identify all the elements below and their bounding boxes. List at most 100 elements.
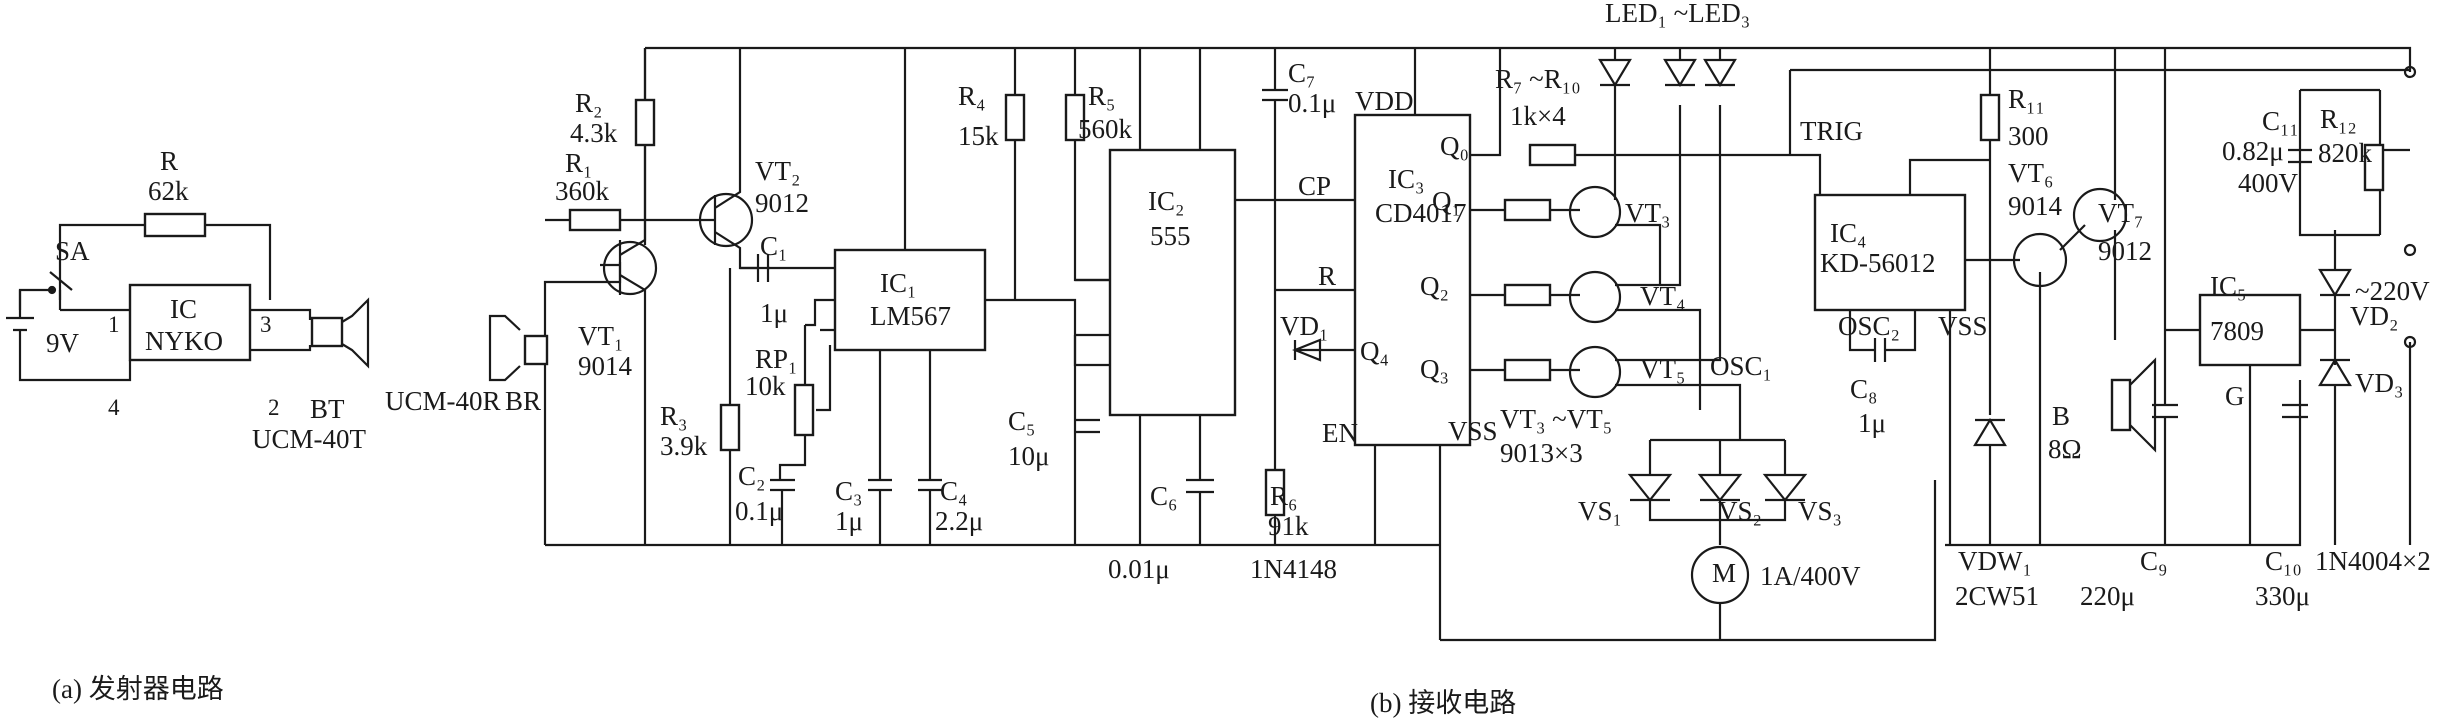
r-pin-label: R <box>1318 261 1336 291</box>
c4-label: C₄ <box>940 476 967 506</box>
transistor-vt3 <box>1568 185 1622 239</box>
vss-label-ic4: VSS <box>1938 311 1988 341</box>
resistor-r-value: 62k <box>148 176 189 206</box>
c10-value: 330μ <box>2255 581 2310 611</box>
ic1-lm567 <box>833 248 987 352</box>
c9-label: C₉ <box>2140 546 2167 576</box>
c5-value: 10μ <box>1008 441 1049 471</box>
ic3-label: IC₃ <box>1388 164 1424 194</box>
speaker-value: 8Ω <box>2048 434 2082 464</box>
vss-label-ic3: VSS <box>1448 416 1498 446</box>
ic4-kd56012 <box>1813 193 1967 312</box>
resistor-r10 <box>1503 358 1552 382</box>
receiver-circuit <box>488 46 2417 642</box>
caption-b: (b) 接收电路 <box>1370 688 1516 718</box>
r12-value: 820k <box>2318 138 2373 168</box>
r11-label: R₁₁ <box>2008 84 2045 114</box>
speaker-b <box>2110 378 2132 432</box>
r4-value: 15k <box>958 121 999 151</box>
g-label: G <box>2225 381 2245 411</box>
c11-label: C₁₁ <box>2262 106 2299 136</box>
ic-pin-4: 4 <box>108 395 120 420</box>
motor-label: M <box>1712 558 1736 588</box>
resistor-r8 <box>1503 198 1552 222</box>
motor-rating: 1A/400V <box>1760 561 1861 591</box>
c2-value: 0.1μ <box>735 496 783 526</box>
q3-label: Q₃ <box>1420 354 1449 384</box>
r7-10-label: R₇ ~R₁₀ <box>1495 64 1581 94</box>
resistor-r4 <box>1004 93 1026 142</box>
vt6-label: VT₆ <box>2008 158 2053 188</box>
c4-value: 2.2μ <box>935 506 983 536</box>
q4-label: Q₄ <box>1360 336 1389 366</box>
cp-label: CP <box>1298 171 1331 201</box>
trig-label: TRIG <box>1800 116 1863 146</box>
c7-label: C₇ <box>1288 58 1315 88</box>
c2-label: C₂ <box>738 461 765 491</box>
vs1-label: VS₁ <box>1578 496 1622 526</box>
c8-value: 1μ <box>1858 408 1886 438</box>
vt7-part: 9012 <box>2098 236 2152 266</box>
r4-label: R₄ <box>958 81 985 111</box>
vt2-label: VT₂ <box>755 156 800 186</box>
r7-10-value: 1k×4 <box>1510 101 1566 131</box>
vt3-label: VT₃ <box>1625 198 1670 228</box>
r1-label: R₁ <box>565 148 592 178</box>
ic2-label: IC₂ <box>1148 186 1184 216</box>
switch-sa-label: SA <box>55 236 90 266</box>
vt3-5-part: 9013×3 <box>1500 438 1583 468</box>
c10-label: C₁₀ <box>2265 546 2302 576</box>
r6-label: R₆ <box>1270 481 1297 511</box>
c3-value: 1μ <box>835 506 863 536</box>
transistor-vt2 <box>698 192 754 248</box>
r3-value: 3.9k <box>660 431 708 461</box>
c6-value: 0.01μ <box>1108 554 1170 584</box>
leds-label: LED₁ ~LED₃ <box>1605 0 1750 28</box>
transistor-vt4 <box>1568 270 1622 324</box>
vd1-label: VD₁ <box>1280 311 1328 341</box>
speaker-label: B <box>2052 401 2070 431</box>
c11-voltage: 400V <box>2238 168 2299 198</box>
c3-label: C₃ <box>835 476 862 506</box>
ic-pin-2: 2 <box>268 395 280 420</box>
vt6-part: 9014 <box>2008 191 2063 221</box>
resistor-r11 <box>1979 93 2001 142</box>
vt1-part: 9014 <box>578 351 633 381</box>
vd23-part: 1N4004×2 <box>2315 546 2431 576</box>
ic-pin-1: 1 <box>108 312 120 337</box>
vdd-label: VDD <box>1355 86 1414 116</box>
vdw1-part: 2CW51 <box>1955 581 2039 611</box>
ic3-cd4017 <box>1353 113 1472 447</box>
q2-label: Q₂ <box>1420 271 1449 301</box>
resistor-r12 <box>2363 143 2385 192</box>
ic5-part: 7809 <box>2210 316 2264 346</box>
en-label: EN <box>1322 418 1358 448</box>
vdw1-label: VDW₁ <box>1958 546 2032 576</box>
r11-value: 300 <box>2008 121 2049 151</box>
c7-value: 0.1μ <box>1288 88 1336 118</box>
r3-label: R₃ <box>660 401 687 431</box>
ic-nyko <box>128 283 252 362</box>
ic-pin-3: 3 <box>260 312 272 337</box>
ic-name: IC <box>170 294 197 324</box>
resistor-r1 <box>568 208 622 232</box>
r5-value: 560k <box>1078 114 1133 144</box>
ic1-part: LM567 <box>870 301 951 331</box>
br-name-label: BR <box>505 386 541 416</box>
resistor-r9 <box>1503 283 1552 307</box>
transmitter-circuit: SA 9V R 62k IC NYKO 1 3 4 2 BT UCM-40T <box>6 146 370 454</box>
ic5-label: IC₅ <box>2210 271 2246 301</box>
c9-value: 220μ <box>2080 581 2135 611</box>
transistor-vt5 <box>1568 345 1622 399</box>
transducer-bt-part: UCM-40T <box>252 424 367 454</box>
r1-value: 360k <box>555 176 610 206</box>
vs3-label: VS₃ <box>1798 496 1842 526</box>
mains-label: ~220V <box>2355 276 2430 306</box>
resistor-r-name: R <box>160 146 178 176</box>
potentiometer-rp1 <box>793 383 815 437</box>
ic1-label: IC₁ <box>880 268 916 298</box>
resistor-r7 <box>1528 143 1577 167</box>
r12-label: R₁₂ <box>2320 104 2357 134</box>
ic4-label: IC₄ <box>1830 218 1866 248</box>
resistor-r6 <box>1264 468 1286 517</box>
